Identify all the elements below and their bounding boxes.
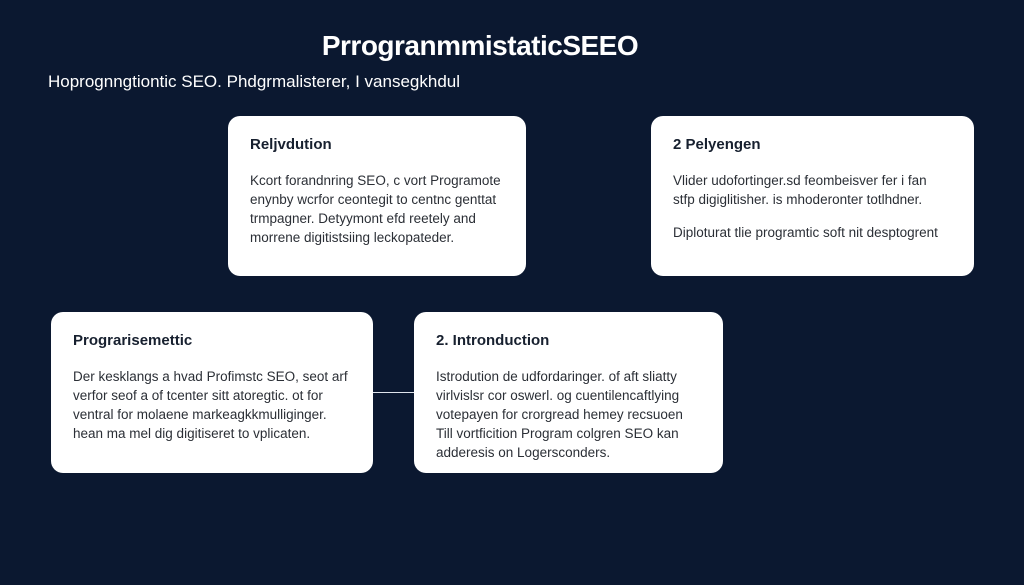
card-title: Reljvdution (250, 136, 332, 153)
card-body: Kcort forandnring SEO, c vort Programote… (250, 173, 501, 245)
card-introduction: 2. Intronduction Istrodution de udfordar… (414, 312, 723, 473)
card-title: 2. Intronduction (436, 332, 550, 349)
card-pelyengen: 2 Pelyengen Vlider udofortinger.sd feomb… (651, 116, 974, 276)
page-subtitle: Hoprognngtiontic SEO. Phdgrmalisterer, I… (48, 72, 461, 91)
card-reljvdution: Reljvdution Kcort forandnring SEO, c vor… (228, 116, 526, 276)
card-body-secondary: Diploturat tlie programtic soft nit desp… (673, 225, 938, 240)
card-title: 2 Pelyengen (673, 136, 761, 153)
card-body: Istrodution de udfordaringer. of aft sli… (436, 369, 683, 460)
card-body: Der kesklangs a hvad Profimstc SEO, seot… (73, 369, 348, 441)
connector-line (373, 392, 415, 393)
card-body: Vlider udofortinger.sd feombeisver fer i… (673, 173, 927, 207)
card-prograrisemettic: Prograrisemettic Der kesklangs a hvad Pr… (51, 312, 373, 473)
page-title: PrrogranmmistaticSEEO (321, 30, 639, 61)
card-title: Prograrisemettic (73, 332, 193, 349)
